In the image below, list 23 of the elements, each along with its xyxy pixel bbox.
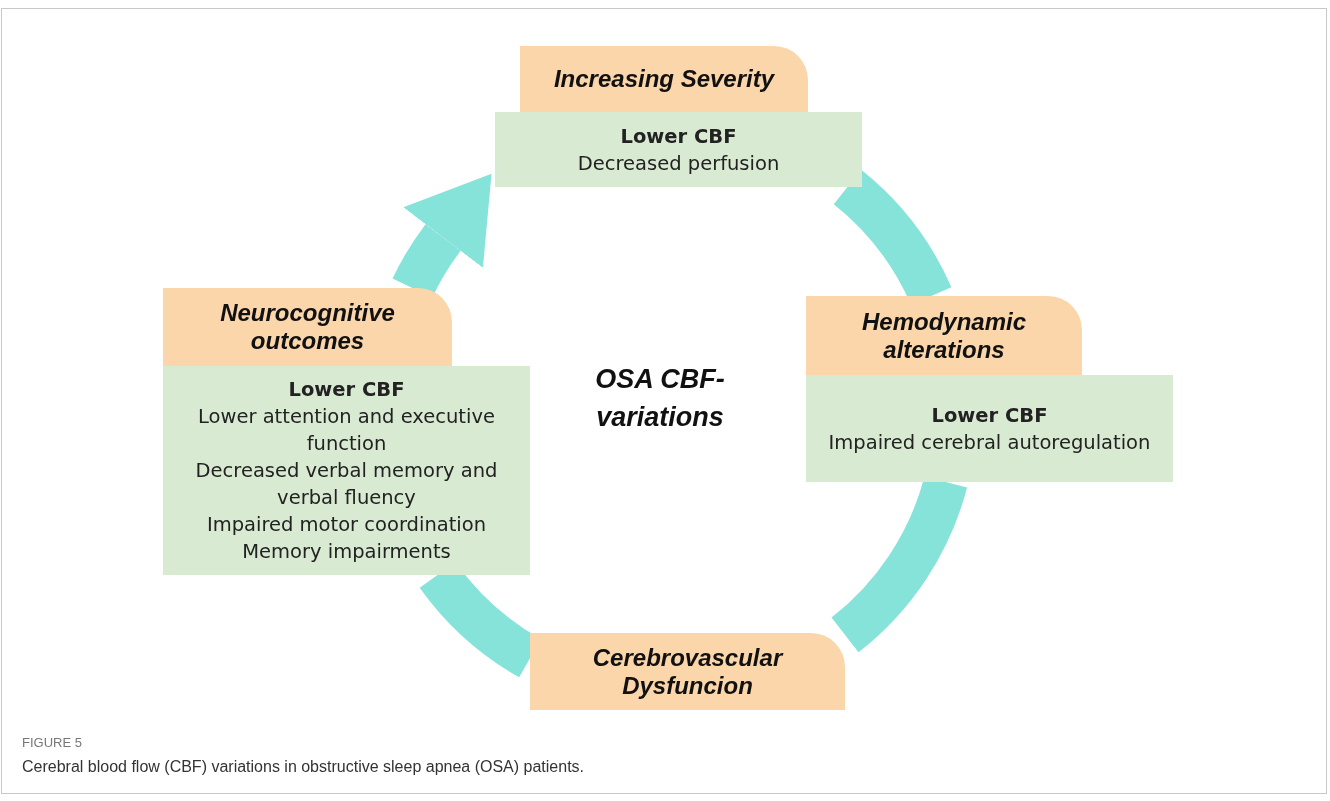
caption: Cerebral blood flow (CBF) variations in obstructive sleep apnea (OSA) patients.	[22, 758, 585, 776]
box-text: Decreased perfusion	[577, 150, 780, 177]
box-text: Impaired cerebral autoregulation	[828, 429, 1151, 456]
center-title: OSA CBF- variations	[594, 363, 726, 434]
info-box	[806, 375, 1173, 482]
heading-text: Increasing Severity	[553, 65, 775, 93]
info-box	[495, 112, 862, 187]
figure-number: FIGURE 5	[22, 735, 82, 750]
heading-tab	[520, 46, 808, 112]
heading-tab	[530, 633, 845, 710]
box-text: Decreased verbal memory and verbal fluency	[194, 458, 499, 511]
heading-text: Neurocognitive outcomes	[219, 299, 396, 355]
box-text: Memory impairments	[242, 539, 451, 565]
heading-text: Cerebrovascular Dysfuncion	[591, 643, 785, 700]
heading-tab	[806, 296, 1082, 375]
heading-tab	[163, 288, 452, 366]
box-text: Impaired motor coordination	[206, 512, 487, 538]
box-heading: Lower CBF	[931, 402, 1048, 429]
box-heading: Lower CBF	[288, 377, 405, 403]
heading-text: Hemodynamic alterations	[860, 307, 1028, 364]
box-heading: Lower CBF	[620, 123, 737, 150]
box-text: Lower attention and executive function	[197, 404, 496, 457]
info-box	[163, 366, 530, 575]
